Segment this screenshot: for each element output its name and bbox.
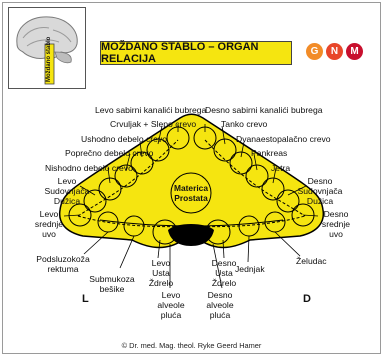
label-right-small-intestine: Tanko crevo	[221, 119, 268, 129]
label-left-middle-ear: Levo srednje uvo	[34, 209, 64, 239]
brain-caption: Moždano stablo	[46, 36, 52, 82]
label-left-bladder-submucosa: Submukoza bešike	[89, 274, 135, 294]
logo-letter-n: N	[326, 43, 343, 60]
left-side-marker: L	[82, 293, 89, 305]
label-right-duodenum: Dvanaestopalačno crevo	[236, 134, 331, 144]
center-label: Materica Prostata	[174, 183, 208, 203]
label-right-alveoli: Desno alveole pluća	[206, 290, 234, 320]
nucleus-circles-right	[193, 126, 315, 245]
uterus-prostate-circle	[170, 172, 212, 214]
label-right-stomach: Želudac	[296, 256, 327, 266]
brain-icon: Moždano stablo	[16, 16, 78, 85]
label-right-liver: Jetra	[271, 163, 291, 173]
brain-thumbnail: Moždano stablo	[8, 7, 86, 89]
right-side-marker: D	[303, 293, 311, 305]
label-left-appendix: Crvuljak + Slepo crevo	[110, 119, 197, 129]
label-right-choroid-iris: Desno Sudovnjača Dužica	[297, 176, 343, 206]
label-left-mouth-pharynx: Levo Usta Ždrelo	[148, 258, 174, 288]
label-right-mouth-pharynx: Desno Usta Ždrelo	[211, 258, 237, 288]
label-left-descending-colon: Nishodno debelo crevo	[45, 163, 133, 173]
label-right-pancreas: Pankreas	[251, 148, 288, 158]
label-left-choroid-iris: Levo Sudovnjača Dužica	[44, 176, 90, 206]
label-left-rectum-submucosa: Podsluzokoža rektuma	[36, 254, 90, 274]
logo-letter-g: G	[306, 43, 323, 60]
ventricle-shape	[168, 224, 214, 246]
label-right-collecting-ducts: Desno sabirni kanalići bubrega	[205, 105, 323, 115]
label-right-esophagus: Jednjak	[235, 264, 265, 274]
label-right-middle-ear: Desno srednje uvo	[321, 209, 351, 239]
page-title-text: MOŽDANO STABLO – ORGAN RELACIJA	[101, 41, 259, 65]
page-title: MOŽDANO STABLO – ORGAN RELACIJA	[100, 41, 292, 65]
label-left-collecting-ducts: Levo sabirni kanalići bubrega	[95, 105, 207, 115]
label-left-alveoli: Levo alveole pluća	[157, 290, 185, 320]
gnm-logo: G N M	[306, 41, 366, 61]
copyright-footer: © Dr. med. Mag. theol. Ryke Geerd Hamer	[121, 341, 262, 350]
logo-letter-m: M	[346, 43, 363, 60]
label-left-transverse-colon: Poprečno debelo crevo	[65, 148, 154, 158]
label-left-ascending-colon: Ushodno debelo crevo	[81, 134, 167, 144]
